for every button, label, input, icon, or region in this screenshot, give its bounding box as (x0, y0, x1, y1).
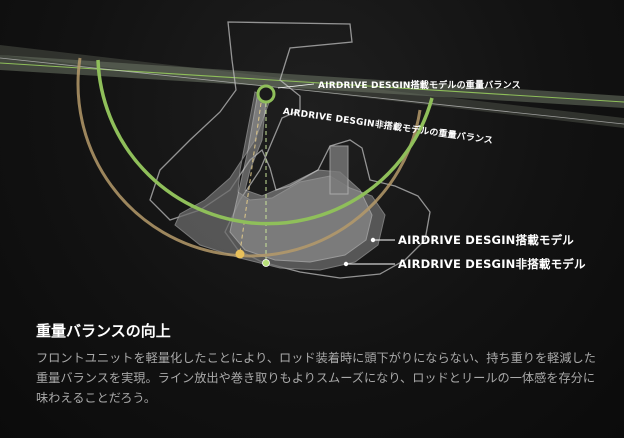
section-body-text: フロントユニットを軽量化したことにより、ロッド装着時に頭下がりにならない、持ち重… (36, 351, 596, 405)
pointer-line-upper-a (277, 83, 315, 89)
arc-without-airdrive (76, 57, 422, 258)
rod-band-with-airdrive (0, 55, 624, 108)
pointer-dot-model-a (370, 237, 376, 243)
reel-outline-shape (149, 21, 431, 279)
section-heading: 重量バランスの向上 (36, 322, 171, 340)
reel-body-with-airdrive (229, 90, 373, 263)
balance-point-with-airdrive (262, 259, 270, 267)
weight-balance-diagram (0, 21, 624, 279)
balance-point-without-airdrive (235, 249, 245, 259)
handle-knob-shape (329, 145, 349, 195)
balance-line-without-airdrive (0, 57, 624, 125)
pivot-ring (256, 84, 276, 104)
arc-with-airdrive (96, 59, 434, 226)
center-line-without-airdrive (239, 95, 263, 253)
balance-line-label-with-airdrive: AIRDRIVE DESGIN搭載モデルの重量バランス (318, 81, 521, 91)
model-label-without-airdrive: AIRDRIVE DESGIN非搭載モデル (398, 257, 586, 271)
pointer-dot-model-b (343, 261, 349, 267)
balance-line-with-airdrive (0, 62, 624, 103)
model-label-with-airdrive: AIRDRIVE DESGIN搭載モデル (398, 233, 574, 247)
